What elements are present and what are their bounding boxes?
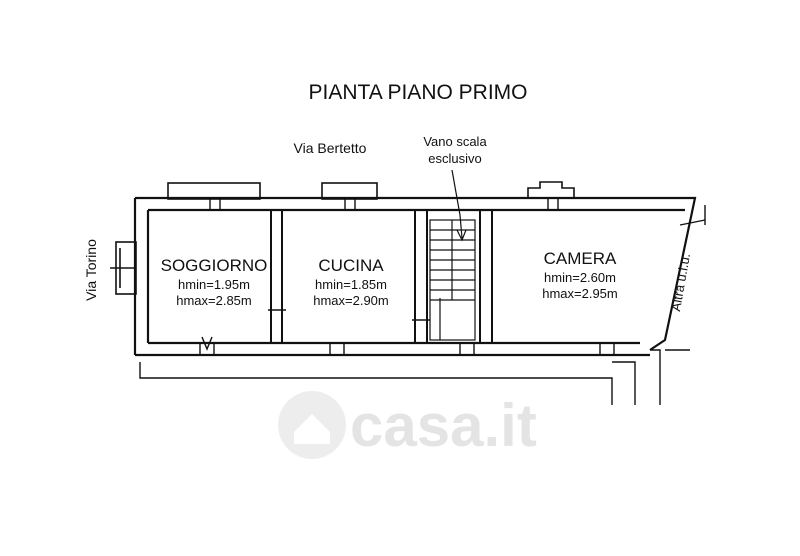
room-name: CUCINA xyxy=(318,256,384,275)
watermark-text: casa.it xyxy=(350,392,537,459)
room-cucina: CUCINA hmin=1.85m hmax=2.90m xyxy=(313,256,389,308)
room-hmin: hmin=1.85m xyxy=(315,277,387,292)
stair-label-line1: Vano scala xyxy=(423,134,487,149)
interior-walls xyxy=(270,210,493,343)
room-name: SOGGIORNO xyxy=(161,256,268,275)
street-label-left: Via Torino xyxy=(83,239,99,301)
room-hmin: hmin=2.60m xyxy=(544,270,616,285)
street-label-top: Via Bertetto xyxy=(294,140,367,156)
opening-markers xyxy=(199,198,615,355)
watermark: casa.it xyxy=(278,391,537,459)
top-bays xyxy=(167,181,575,200)
room-hmin: hmin=1.95m xyxy=(178,277,250,292)
stair-label-line2: esclusivo xyxy=(428,151,481,166)
staircase xyxy=(429,219,476,341)
plan-title: PIANTA PIANO PRIMO xyxy=(309,81,528,104)
lower-outline xyxy=(139,205,706,405)
left-balcony xyxy=(110,241,137,295)
room-hmax: hmax=2.85m xyxy=(176,293,252,308)
room-hmax: hmax=2.90m xyxy=(313,293,389,308)
room-soggiorno: SOGGIORNO hmin=1.95m hmax=2.85m xyxy=(161,256,268,308)
room-name: CAMERA xyxy=(544,249,617,268)
house-icon xyxy=(294,414,330,444)
outer-walls xyxy=(133,196,697,357)
room-hmax: hmax=2.95m xyxy=(542,286,618,301)
room-camera: CAMERA hmin=2.60m hmax=2.95m xyxy=(542,249,618,301)
